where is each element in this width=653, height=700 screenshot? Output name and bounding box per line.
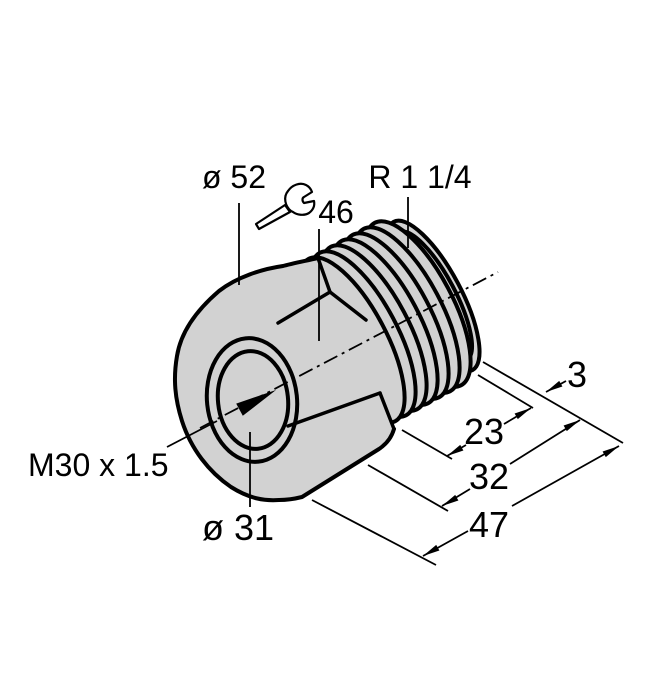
wrench-handle [254, 203, 292, 231]
dim-text-3: 3 [567, 354, 587, 395]
extension-line-thread-start [401, 429, 453, 460]
dim-arrow [442, 494, 459, 506]
extension-line-end [482, 361, 624, 444]
wrench-head [284, 182, 316, 216]
hex-edge-shoulder-lower [378, 391, 396, 431]
dim-arrow [447, 444, 464, 456]
extension-line-hex-back [367, 464, 449, 512]
hex-body-outline [172, 256, 396, 503]
internal-thread-arrowhead [236, 390, 276, 416]
front-face-ring [204, 336, 300, 464]
dim-arrow [602, 446, 619, 458]
hex-edge-top [276, 290, 332, 325]
label-internal-thread: M30 x 1.5 [28, 447, 169, 483]
extension-line-chamfer [477, 374, 534, 409]
leader-internal-thread [166, 420, 218, 448]
bore-hole [215, 349, 291, 451]
dim-arrow [563, 420, 580, 432]
label-external-thread: R 1 1/4 [368, 159, 471, 195]
dim-arrow [546, 380, 563, 392]
leader-lines [166, 197, 409, 507]
dim-text-47: 47 [469, 504, 509, 545]
dim-text-23: 23 [464, 411, 504, 452]
extension-line-front-face [311, 499, 437, 566]
label-bore-diameter: ø 31 [202, 507, 274, 548]
hex-edge-bottom [286, 391, 382, 428]
dim-arrow [423, 544, 440, 556]
label-outer-diameter: ø 52 [202, 159, 266, 195]
dimension-lines [422, 380, 620, 557]
label-wrench-size: 46 [318, 194, 354, 230]
hex-facet-edges [276, 256, 396, 431]
extension-lines [311, 361, 624, 566]
hex-edge-shoulder [316, 256, 368, 322]
dim-text-32: 32 [469, 456, 509, 497]
dim-arrow [514, 408, 531, 420]
wrench-icon [254, 182, 316, 231]
